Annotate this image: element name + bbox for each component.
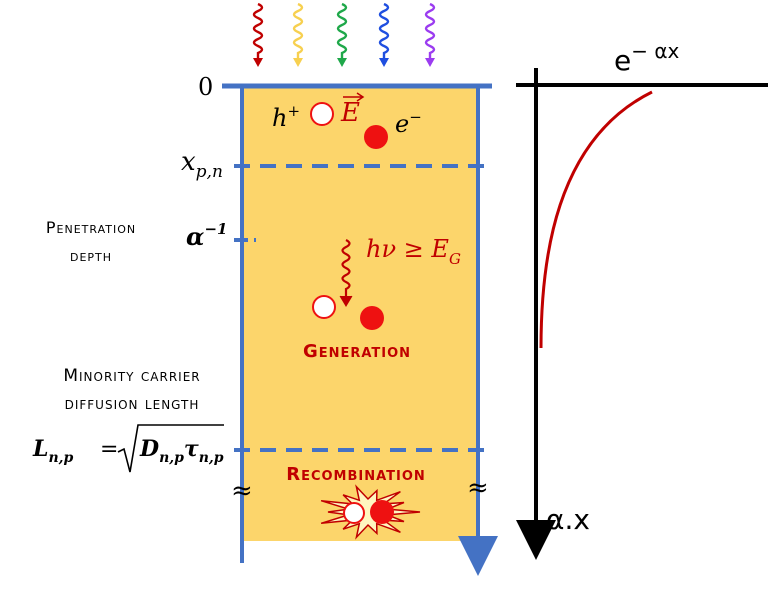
semiconductor-slab (242, 86, 478, 541)
axis-break-right: ≈ (467, 473, 489, 503)
xpn-label: xp,n (181, 147, 223, 182)
electron-generated (360, 306, 384, 330)
alpha-inverse-label: α−1 (186, 220, 227, 251)
depth-zero-label: 0 (198, 73, 213, 101)
photon-arrowhead (337, 58, 347, 67)
hole-label: h+ (272, 102, 300, 132)
photon-arrowhead (293, 58, 303, 67)
photon-wave (424, 2, 436, 60)
electron-recombining (370, 500, 394, 524)
photon-wave (336, 2, 348, 60)
minority-carrier-label-1: Minority carrier (63, 366, 200, 386)
penetration-depth-label-2: depth (70, 246, 112, 265)
photon-wave (292, 2, 304, 60)
minority-carrier-label-2: diffusion length (65, 394, 200, 414)
photon-wave (252, 2, 264, 60)
absorption-decay-curve (539, 90, 653, 349)
electron-label: e− (395, 108, 422, 138)
recombination-label: Recombination (286, 464, 426, 485)
axis-break-left: ≈ (231, 476, 253, 506)
electron-top (364, 125, 388, 149)
photon-arrowhead (379, 58, 389, 67)
hole-generated (312, 295, 336, 319)
incident-photons (252, 2, 436, 67)
electric-field-label: E (340, 98, 360, 128)
svg-text:Ln,p: Ln,p (32, 436, 74, 466)
photon-arrowhead (425, 58, 435, 67)
absorbed-photon-wave (341, 239, 351, 298)
decay-curve-label: e− αx (614, 39, 680, 77)
absorbed-photon-arrowhead (339, 295, 353, 307)
svg-text:Dn,pτn,p: Dn,pτn,p (139, 436, 224, 466)
hole-recombining (343, 502, 365, 524)
diffusion-length-formula: Ln,p = Dn,pτn,p (32, 424, 224, 473)
photon-arrowhead (253, 58, 263, 67)
generation-label: Generation (303, 341, 411, 362)
hole-top (310, 102, 334, 126)
photon-wave (378, 2, 390, 60)
penetration-depth-label-1: Penetration (46, 218, 136, 237)
svg-text:=: = (100, 437, 118, 462)
depth-axis-label: α.x (546, 503, 590, 536)
field-vector-arrow (343, 92, 365, 102)
photon-energy-label: hν ≥ EG (366, 235, 461, 268)
